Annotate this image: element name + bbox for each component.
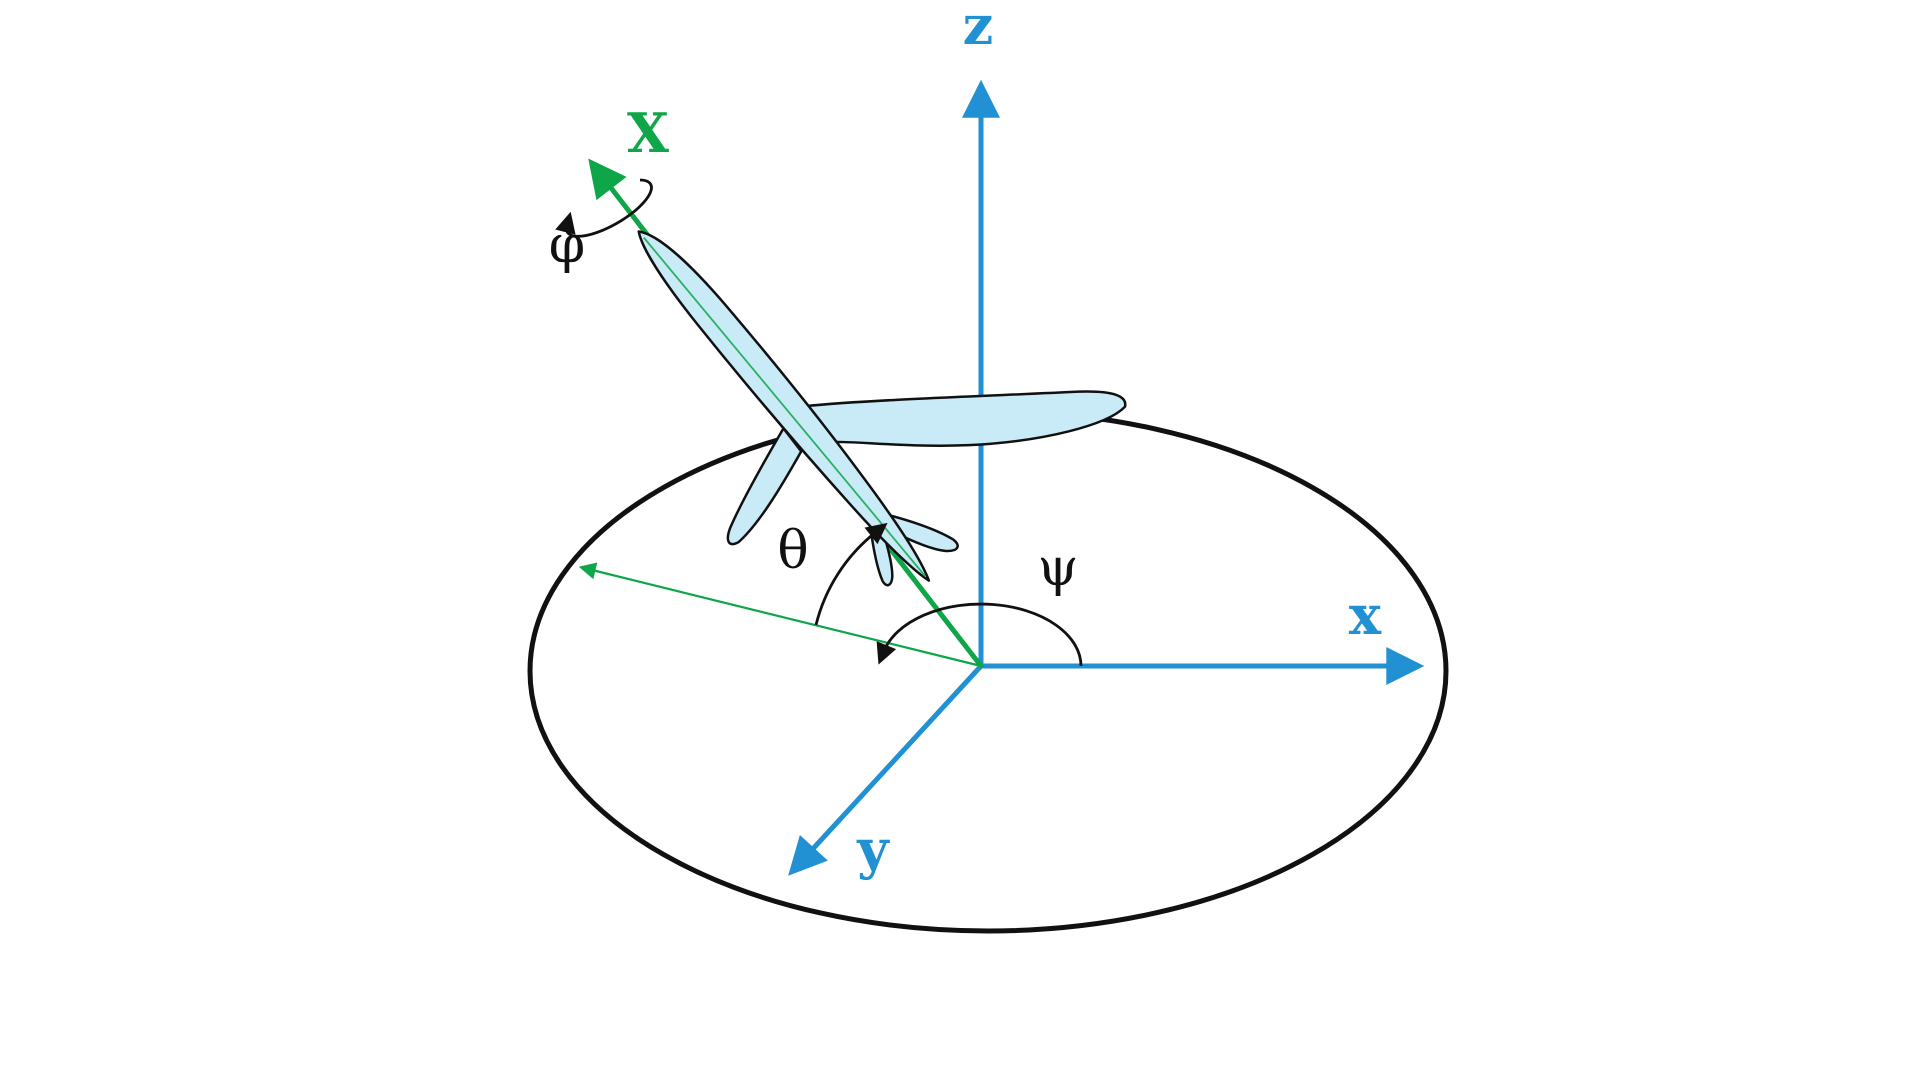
airplane-centerline (643, 237, 926, 577)
airplane-near-wing (726, 427, 803, 546)
yaw-angle-label: ψ (1038, 538, 1079, 598)
pitch-angle-arc (814, 522, 888, 626)
airplane-right-tailfin (877, 511, 959, 553)
pitch-angle-label: θ (777, 521, 808, 581)
body-x-axis-label: X (627, 101, 669, 165)
body-axis-projection-line (578, 562, 982, 668)
horizontal-plane-ellipse (527, 408, 1449, 934)
x-axis-label: x (1349, 583, 1382, 647)
roll-angle-arc (555, 178, 653, 238)
airplane (637, 230, 1127, 587)
y-axis-line (788, 663, 984, 876)
airplane-far-wing (802, 390, 1127, 447)
z-axis-label: z (963, 0, 994, 57)
yaw-angle-arc (876, 602, 1083, 667)
roll-angle-label: φ (549, 215, 585, 275)
y-axis-label: y (856, 817, 890, 881)
